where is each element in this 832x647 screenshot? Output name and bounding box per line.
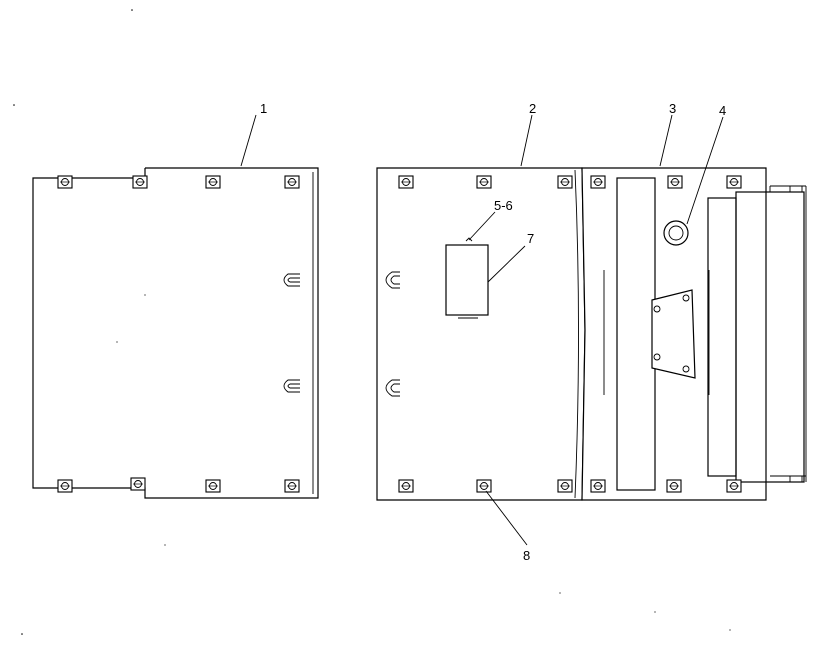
fastener-clip: [57, 175, 73, 189]
fastener-clip: [284, 175, 300, 189]
fastener-clip: [398, 175, 414, 189]
panel-2: [376, 167, 586, 501]
fastener-clip: [590, 175, 606, 189]
scan-specks: [13, 9, 731, 635]
leader-lines: [240, 114, 724, 546]
fastener-clip: [476, 479, 492, 493]
fastener-clip: [132, 175, 148, 189]
fastener-clip: [205, 175, 221, 189]
callout-7: 7: [527, 231, 534, 246]
callout-4: 4: [719, 103, 726, 118]
fastener-clips: [57, 175, 742, 493]
callout-3: 3: [669, 101, 676, 116]
fastener-clip: [398, 479, 414, 493]
fastener-clip: [284, 479, 300, 493]
fastener-clip: [590, 479, 606, 493]
fastener-clip: [205, 479, 221, 493]
callout-8: 8: [523, 548, 530, 563]
fastener-clip: [557, 479, 573, 493]
fastener-clip: [666, 479, 682, 493]
panel-3: [581, 167, 807, 501]
fastener-clip: [130, 477, 146, 491]
callout-1: 1: [260, 101, 267, 116]
fastener-clip: [667, 175, 683, 189]
fastener-clip: [557, 175, 573, 189]
fastener-clip: [726, 175, 742, 189]
panel-1: [32, 167, 319, 499]
callout-5-6: 5-6: [494, 198, 513, 213]
fastener-clip: [57, 479, 73, 493]
callout-2: 2: [529, 101, 536, 116]
fastener-clip: [726, 479, 742, 493]
fastener-clip: [476, 175, 492, 189]
